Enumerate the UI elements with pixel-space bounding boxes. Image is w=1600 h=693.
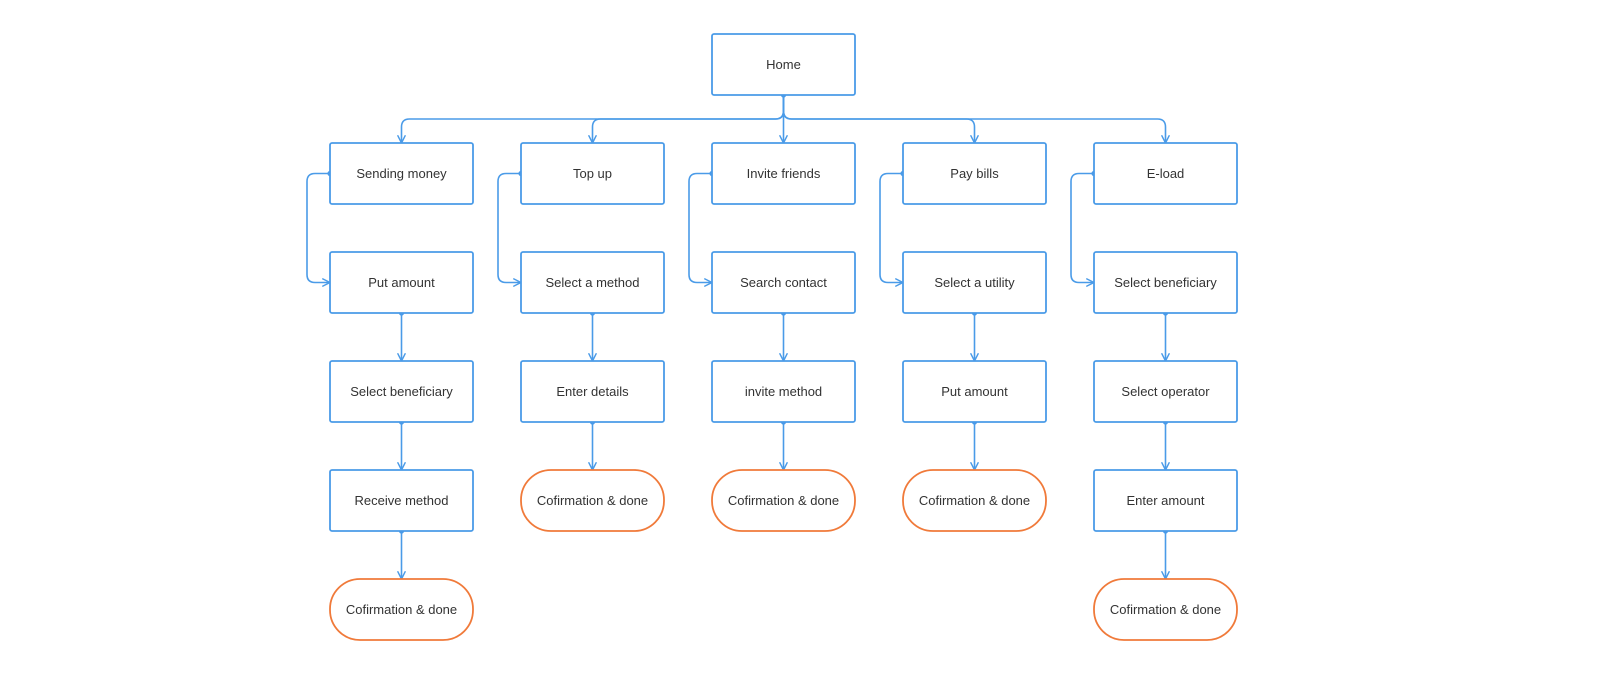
branch-1-step-1-shape: [329, 251, 474, 314]
branch-1-step-2-label: Select beneficiary: [350, 384, 453, 399]
branch-2-step-2-label: Enter details: [556, 384, 629, 399]
branch-4-step-1-label: Select a utility: [934, 275, 1015, 290]
connector-home-to-branch-5: [782, 95, 1170, 144]
branch-1-step-2: Select beneficiary: [329, 360, 474, 423]
branch-2-terminal: Cofirmation & done: [520, 469, 665, 532]
node-home: Home: [711, 33, 856, 96]
branch-5-step-1-label: Select beneficiary: [1114, 275, 1217, 290]
branch-4-terminal: Cofirmation & done: [902, 469, 1047, 532]
branch-1-step-3: Receive method: [329, 469, 474, 532]
branch-1-step-3-label: Receive method: [355, 493, 449, 508]
connector-branch-4-title-to-step-1: [879, 172, 904, 287]
branch-2-title: Top up: [520, 142, 665, 205]
branch-1-title-label: Sending money: [356, 166, 447, 181]
branch-5-terminal: Cofirmation & done: [1093, 578, 1238, 641]
branch-3-title-label: Invite friends: [747, 166, 821, 181]
branch-4-step-2-label: Put amount: [941, 384, 1008, 399]
branch-1-title-shape: [329, 142, 474, 205]
branch-3-step-1: Search contact: [711, 251, 856, 314]
branch-2-step-1: Select a method: [520, 251, 665, 314]
branch-4-title-label: Pay bills: [950, 166, 999, 181]
branch-3-step-2-label: invite method: [745, 384, 822, 399]
branch-3-terminal-label: Cofirmation & done: [728, 493, 839, 508]
branch-3-title: Invite friends: [711, 142, 856, 205]
branch-5-step-2-shape: [1093, 360, 1238, 423]
branch-5-title: E-load: [1093, 142, 1238, 205]
branch-2-step-1-shape: [520, 251, 665, 314]
branch-2-step-2: Enter details: [520, 360, 665, 423]
branch-5-step-1-shape: [1093, 251, 1238, 314]
branch-5-step-2-label: Select operator: [1121, 384, 1210, 399]
branch-1-terminal-label: Cofirmation & done: [346, 602, 457, 617]
branch-2-terminal-shape: [520, 469, 665, 532]
branch-3-title-shape: [711, 142, 856, 205]
connector-branch-3-title-to-step-1: [688, 172, 713, 287]
branch-5-step-2: Select operator: [1093, 360, 1238, 423]
branch-1-title: Sending money: [329, 142, 474, 205]
connector-home-to-branch-2: [588, 95, 785, 144]
branch-5-step-3-shape: [1093, 469, 1238, 532]
branch-4-step-1-shape: [902, 251, 1047, 314]
branch-1-step-2-shape: [329, 360, 474, 423]
branch-2-step-2-shape: [520, 360, 665, 423]
branch-4-terminal-shape: [902, 469, 1047, 532]
branch-2-terminal-label: Cofirmation & done: [537, 493, 648, 508]
branch-5-terminal-shape: [1093, 578, 1238, 641]
branch-3-step-1-label: Search contact: [740, 275, 827, 290]
branch-3-terminal-shape: [711, 469, 856, 532]
branch-1-terminal-shape: [329, 578, 474, 641]
node-home-shape: [711, 33, 856, 96]
branch-2-title-shape: [520, 142, 665, 205]
branch-4-step-2: Put amount: [902, 360, 1047, 423]
branch-1-terminal: Cofirmation & done: [329, 578, 474, 641]
connector-branch-2-title-to-step-1: [497, 172, 522, 287]
connector-branch-5-title-to-step-1: [1070, 172, 1095, 287]
branch-1-step-1: Put amount: [329, 251, 474, 314]
branch-3-step-2-shape: [711, 360, 856, 423]
branch-4-step-2-shape: [902, 360, 1047, 423]
branch-3-step-2: invite method: [711, 360, 856, 423]
branch-5-terminal-label: Cofirmation & done: [1110, 602, 1221, 617]
branch-5-step-3-label: Enter amount: [1126, 493, 1204, 508]
connector-branch-1-title-to-step-1: [306, 172, 331, 287]
branch-1-step-3-shape: [329, 469, 474, 532]
branch-5-title-shape: [1093, 142, 1238, 205]
branch-4-terminal-label: Cofirmation & done: [919, 493, 1030, 508]
branch-4-step-1: Select a utility: [902, 251, 1047, 314]
branch-3-terminal: Cofirmation & done: [711, 469, 856, 532]
branch-2-step-1-label: Select a method: [546, 275, 640, 290]
branch-5-step-3: Enter amount: [1093, 469, 1238, 532]
branch-4-title: Pay bills: [902, 142, 1047, 205]
branch-5-step-1: Select beneficiary: [1093, 251, 1238, 314]
branch-1-step-1-label: Put amount: [368, 275, 435, 290]
branch-4-title-shape: [902, 142, 1047, 205]
branch-3-step-1-shape: [711, 251, 856, 314]
branch-2-title-label: Top up: [573, 166, 612, 181]
branch-5-title-label: E-load: [1147, 166, 1185, 181]
node-home-label: Home: [766, 57, 801, 72]
